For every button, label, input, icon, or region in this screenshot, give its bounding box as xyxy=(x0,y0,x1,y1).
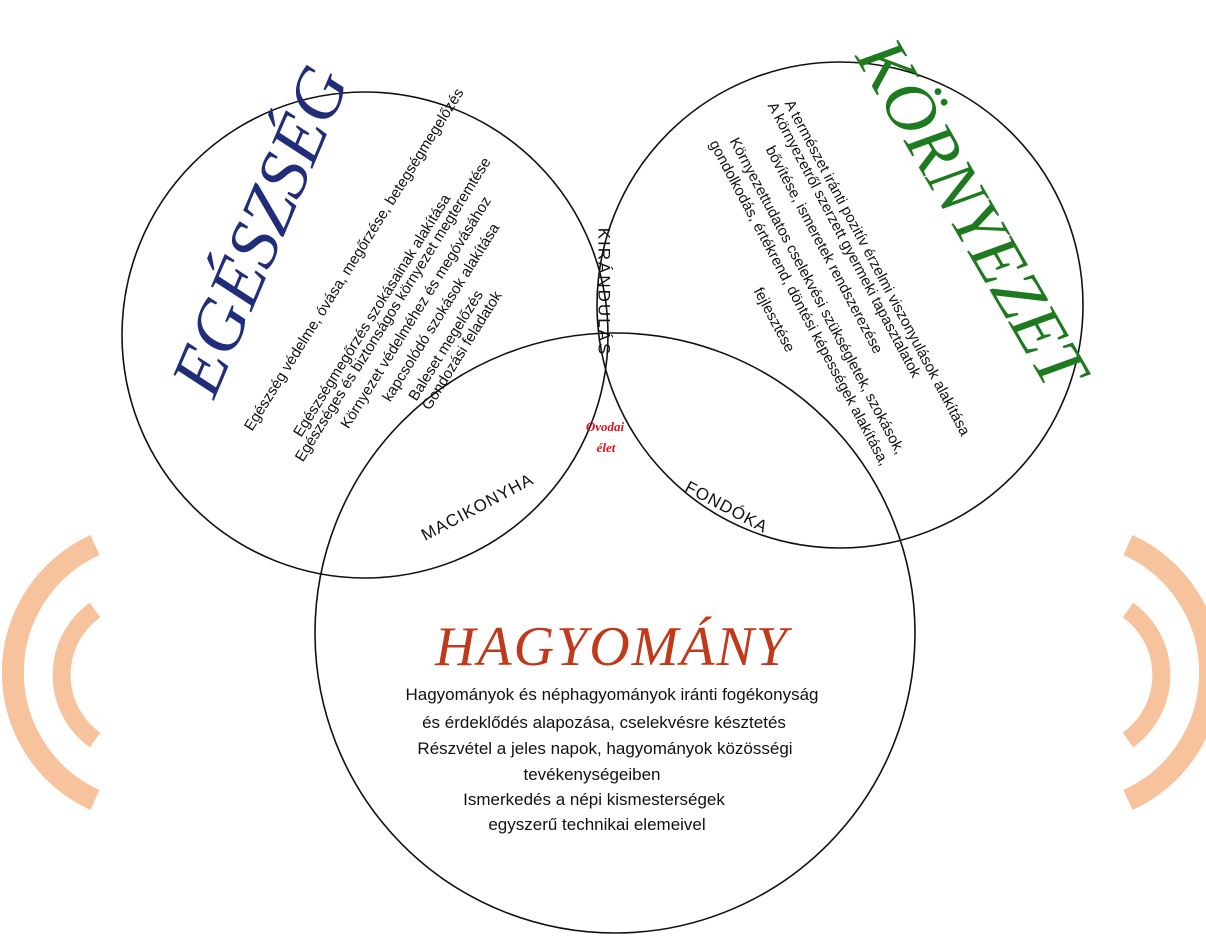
right-arc-outer xyxy=(1123,534,1206,811)
hagyomany-circle xyxy=(314,332,916,934)
center-label: Óvodai élet xyxy=(586,419,625,455)
circles xyxy=(121,61,1084,934)
decorative-arcs xyxy=(1,534,1206,811)
center-label-line: Óvodai xyxy=(586,419,625,434)
kirandulas-label: KIRÁNDULÁS xyxy=(595,228,614,357)
hagyomany-text: Hagyományok és néphagyományok iránti fog… xyxy=(406,685,819,834)
fondoka-label: FONDÓKA xyxy=(682,477,771,537)
left-arc-inner xyxy=(52,602,101,748)
hagyomany-line: tevékenységeiben xyxy=(523,765,660,784)
center-label-line: élet xyxy=(597,440,616,455)
macikonyha-label: MACIKONYHA xyxy=(418,470,537,545)
egeszseg-circle xyxy=(121,91,609,579)
kornyezet-circle xyxy=(596,61,1084,549)
right-arc-inner xyxy=(1122,602,1171,748)
egeszseg-title: EGÉSZSÉG xyxy=(155,55,365,408)
hagyomany-line: Hagyományok és néphagyományok iránti fog… xyxy=(406,685,819,704)
hagyomany-title: HAGYOMÁNY xyxy=(434,616,793,678)
hagyomany-line: Részvétel a jeles napok, hagyományok köz… xyxy=(417,739,792,758)
hagyomany-line: Ismerkedés a népi kismesterségek xyxy=(463,790,725,809)
hagyomany-line: és érdeklődés alapozása, cselekvésre kés… xyxy=(422,713,786,732)
left-arc-outer xyxy=(1,534,100,811)
hagyomany-line: egyszerű technikai elemeivel xyxy=(488,815,705,834)
